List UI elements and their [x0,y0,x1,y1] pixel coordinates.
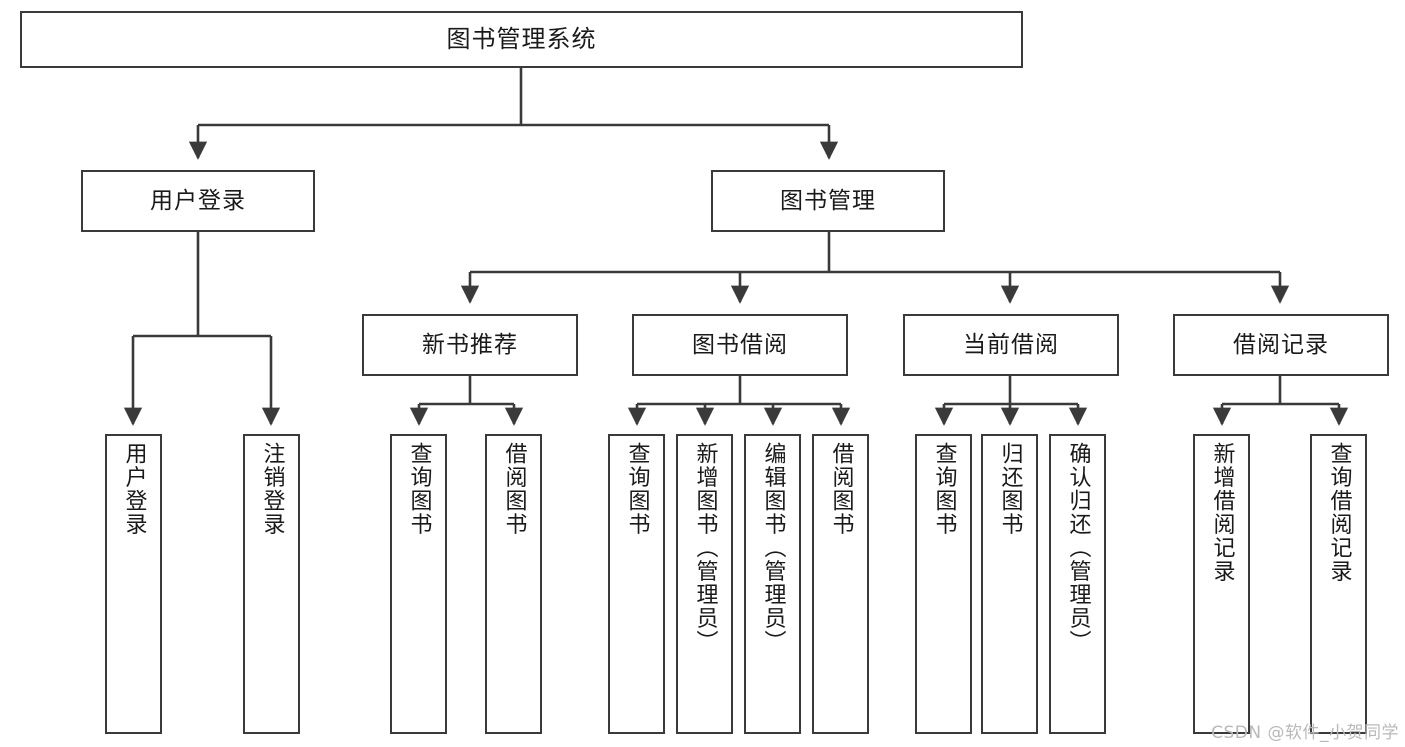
csdn-watermark: CSDN @软件_小贺同学 [1211,723,1399,743]
node-label: 借阅图书 [501,442,527,536]
node-label: 查询借阅记录 [1326,442,1352,583]
node-label: 查询图书 [624,442,650,536]
node-label: 新增图书（管理员） [692,442,718,654]
node-label: 查询图书 [931,442,957,536]
leaf-borrow-borrow-book[interactable]: 借阅图书 [812,434,869,734]
node-label: 借阅记录 [1233,331,1329,358]
leaf-current-confirm-return-admin[interactable]: 确认归还（管理员） [1049,434,1106,734]
node-borrow-record[interactable]: 借阅记录 [1173,314,1389,376]
node-label: 查询图书 [406,442,432,536]
leaf-recommend-borrow-book[interactable]: 借阅图书 [485,434,542,734]
node-new-book-recommend[interactable]: 新书推荐 [362,314,578,376]
leaf-user-login[interactable]: 用户登录 [105,434,162,734]
node-label: 图书管理 [780,187,876,214]
leaf-current-query-book[interactable]: 查询图书 [915,434,972,734]
node-label: 图书借阅 [692,331,788,358]
node-label: 用户登录 [121,442,147,536]
leaf-record-add-borrow-record[interactable]: 新增借阅记录 [1193,434,1250,734]
leaf-recommend-query-book[interactable]: 查询图书 [390,434,447,734]
node-label: 归还图书 [997,442,1023,536]
node-label: 新增借阅记录 [1209,442,1235,583]
leaf-current-return-book[interactable]: 归还图书 [981,434,1038,734]
node-label: 编辑图书（管理员） [760,442,786,654]
node-label: 用户登录 [150,187,246,214]
node-current-borrow[interactable]: 当前借阅 [903,314,1119,376]
node-label: 借阅图书 [828,442,854,536]
leaf-borrow-edit-book-admin[interactable]: 编辑图书（管理员） [744,434,801,734]
node-root-system[interactable]: 图书管理系统 [20,11,1023,68]
node-label: 当前借阅 [963,331,1059,358]
node-label: 注销登录 [259,442,285,536]
leaf-record-query-borrow-record[interactable]: 查询借阅记录 [1310,434,1367,734]
leaf-borrow-query-book[interactable]: 查询图书 [608,434,665,734]
leaf-logout-login[interactable]: 注销登录 [243,434,300,734]
node-label: 新书推荐 [422,331,518,358]
node-book-management[interactable]: 图书管理 [711,170,945,232]
node-label: 确认归还（管理员） [1065,442,1091,654]
node-book-borrow[interactable]: 图书借阅 [632,314,848,376]
node-label: 图书管理系统 [446,24,597,53]
node-user-login[interactable]: 用户登录 [81,170,315,232]
leaf-borrow-add-book-admin[interactable]: 新增图书（管理员） [676,434,733,734]
